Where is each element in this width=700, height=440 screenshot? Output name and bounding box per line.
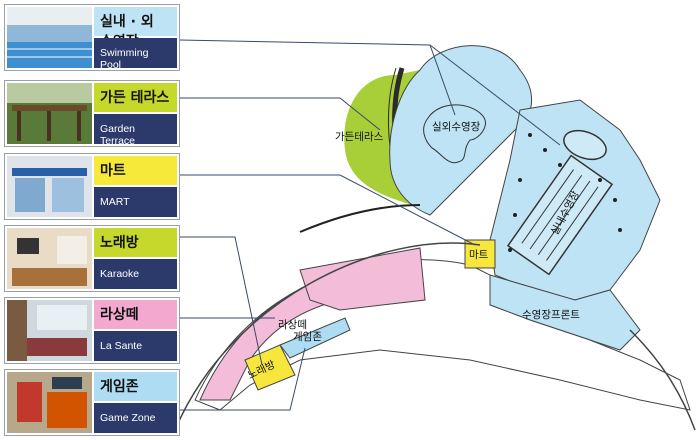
map-label-la-sante: 라상떼 — [278, 319, 307, 331]
legend-card-pool[interactable]: 실내 · 외 수영장 Swimming Pool — [4, 4, 180, 71]
map-label-garden-terrace: 가든테라스 — [335, 131, 384, 143]
spa-basin — [563, 129, 607, 161]
map-label-outdoor-pool: 실외수영장 — [432, 121, 481, 133]
legend-card-la-sante[interactable]: 라상떼 La Sante — [4, 297, 180, 364]
map-label-pool-front: 수영장프론트 — [522, 309, 580, 321]
map-label-game-zone: 게임존 — [293, 330, 322, 343]
legend-subtitle-garden-terrace: Garden Terrace — [94, 114, 177, 147]
outdoor-pool-basin — [423, 104, 486, 164]
indoor-pool-basin — [506, 154, 614, 276]
legend-subtitle-game-zone: Game Zone — [94, 403, 177, 433]
legend-subtitle-la-sante: La Sante — [94, 331, 177, 361]
legend-subtitle-karaoke: Karaoke — [94, 259, 177, 289]
legend-title-la-sante: 라상떼 — [94, 300, 177, 329]
la-sante-photo — [7, 300, 92, 361]
map-label-mart: 마트 — [469, 249, 489, 261]
karaoke-zone[interactable] — [244, 344, 296, 391]
legend-title-game-zone: 게임존 — [94, 372, 177, 401]
leader-line-game-zone — [180, 347, 306, 411]
legend-title-karaoke: 노래방 — [94, 228, 177, 257]
game-zone-photo — [7, 372, 92, 433]
mart-photo — [7, 156, 92, 217]
garden-terrace-zone[interactable] — [344, 70, 430, 210]
legend-title-mart: 마트 — [94, 156, 177, 185]
legend-title-pool: 실내 · 외 수영장 — [94, 7, 177, 50]
garden-terrace-photo — [7, 83, 92, 144]
legend-title-garden-terrace: 가든 테라스 — [94, 83, 177, 112]
leader-line-mart — [180, 174, 476, 246]
la-sante-upper — [299, 247, 426, 311]
leader-line-terrace — [180, 97, 381, 131]
leader-line-karaoke — [180, 236, 263, 366]
legend-card-game-zone[interactable]: 게임존 Game Zone — [4, 369, 180, 436]
legend-subtitle-pool: Swimming Pool — [94, 38, 177, 71]
karaoke-photo — [7, 228, 92, 289]
pool-photo — [7, 7, 92, 68]
legend-subtitle-mart: MART — [94, 187, 177, 217]
legend-card-garden-terrace[interactable]: 가든 테라스 Garden Terrace — [4, 80, 180, 147]
legend-card-mart[interactable]: 마트 MART — [4, 153, 180, 220]
game-zone-zone[interactable] — [279, 317, 351, 359]
legend-card-karaoke[interactable]: 노래방 Karaoke — [4, 225, 180, 292]
